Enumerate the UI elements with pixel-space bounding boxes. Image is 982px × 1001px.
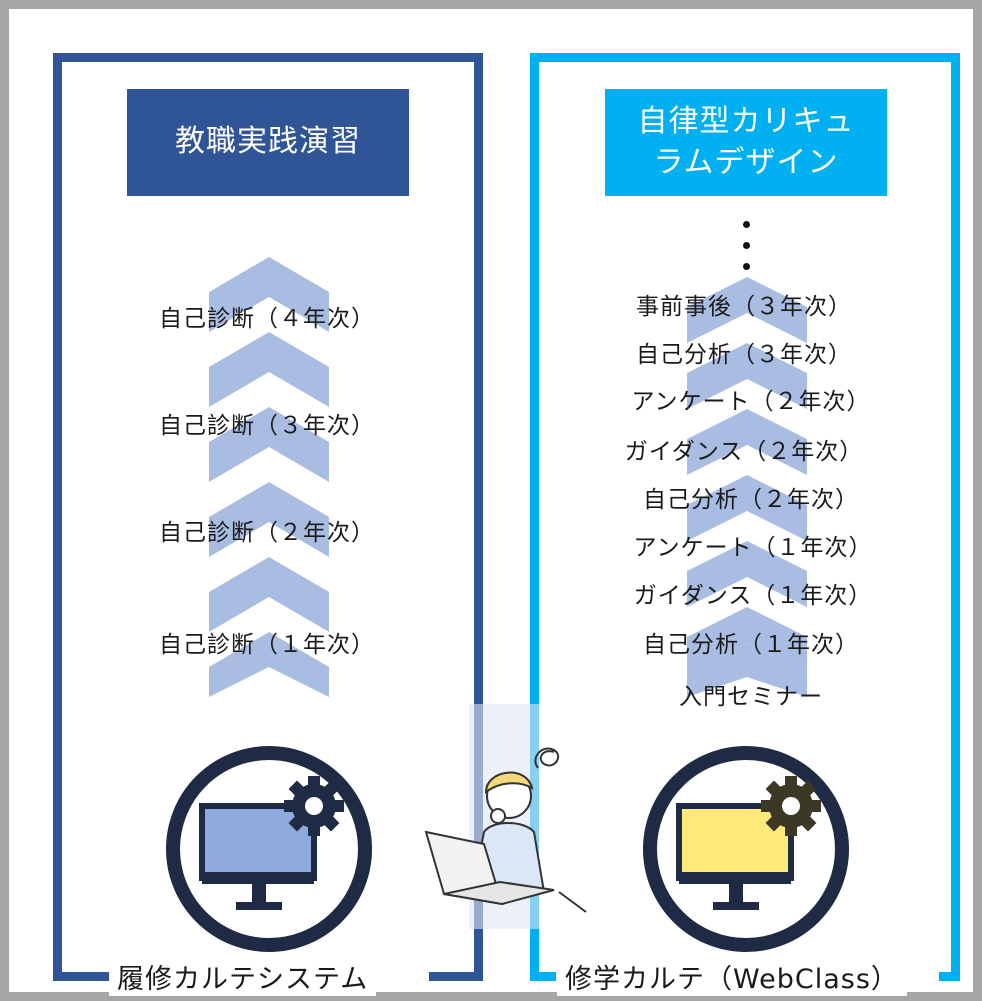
person-with-laptop-illustration [424,704,587,929]
left-stage-label: 自己診断（４年次） [159,306,375,332]
right-header-text: 自律型カリキュ ラムデザイン [637,104,855,180]
left-stage-label: 自己診断（３年次） [159,413,375,439]
left-chevron-stack [209,257,329,697]
chevron-arrow [687,607,807,673]
chevron-arrow [209,557,329,632]
left-stage-label: 自己診断（１年次） [159,632,375,658]
right-stage-label: 事前事後（３年次） [636,294,852,320]
left-header-text: 教職実践演習 [175,124,361,160]
right-stage-label: アンケート（１年次） [633,535,873,561]
chevron-arrow [209,632,329,697]
chevron-arrow [687,475,807,541]
right-stage-label: アンケート（２年次） [631,389,871,415]
chevron-arrow [687,541,807,607]
chevron-arrow [687,343,807,409]
chevron-arrow [687,409,807,475]
left-footer-label: 履修カルテシステム [109,957,377,996]
ellipsis-dot [743,242,750,249]
right-stage-label: 自己分析（１年次） [643,632,859,658]
left-stage-label: 自己診断（２年次） [159,520,375,546]
chevron-arrow [687,643,807,697]
right-stage-label: 自己分析（３年次） [636,342,852,368]
right-panel-bottom-left [530,972,556,981]
right-stage-label: 入門セミナー [679,684,823,710]
right-panel-border [530,53,960,981]
chevron-arrow [209,482,329,557]
left-panel-border [53,53,483,981]
left-header-box: 教職実践演習 [127,89,409,196]
chevron-arrow [687,277,807,343]
ellipsis-dot [743,263,750,270]
right-panel-bottom-right [939,972,960,981]
left-panel-bottom-left [53,972,113,981]
right-stage-label: 自己分析（２年次） [643,487,859,513]
chevron-arrow [209,332,329,407]
gear-icon [284,776,344,836]
chevron-arrow [209,257,329,332]
ellipsis-dot [743,221,750,228]
computer-settings-icon [166,746,372,952]
chevron-arrow [209,407,329,482]
right-header-box: 自律型カリキュ ラムデザイン [605,89,887,196]
right-footer-label: 修学カルテ（WebClass） [557,957,907,996]
right-stage-label: ガイダンス（１年次） [633,583,873,609]
gear-icon [761,776,821,836]
left-panel-bottom-right [429,972,483,981]
computer-settings-icon [643,746,849,952]
right-stage-label: ガイダンス（２年次） [624,439,864,465]
right-chevron-stack [687,277,807,697]
